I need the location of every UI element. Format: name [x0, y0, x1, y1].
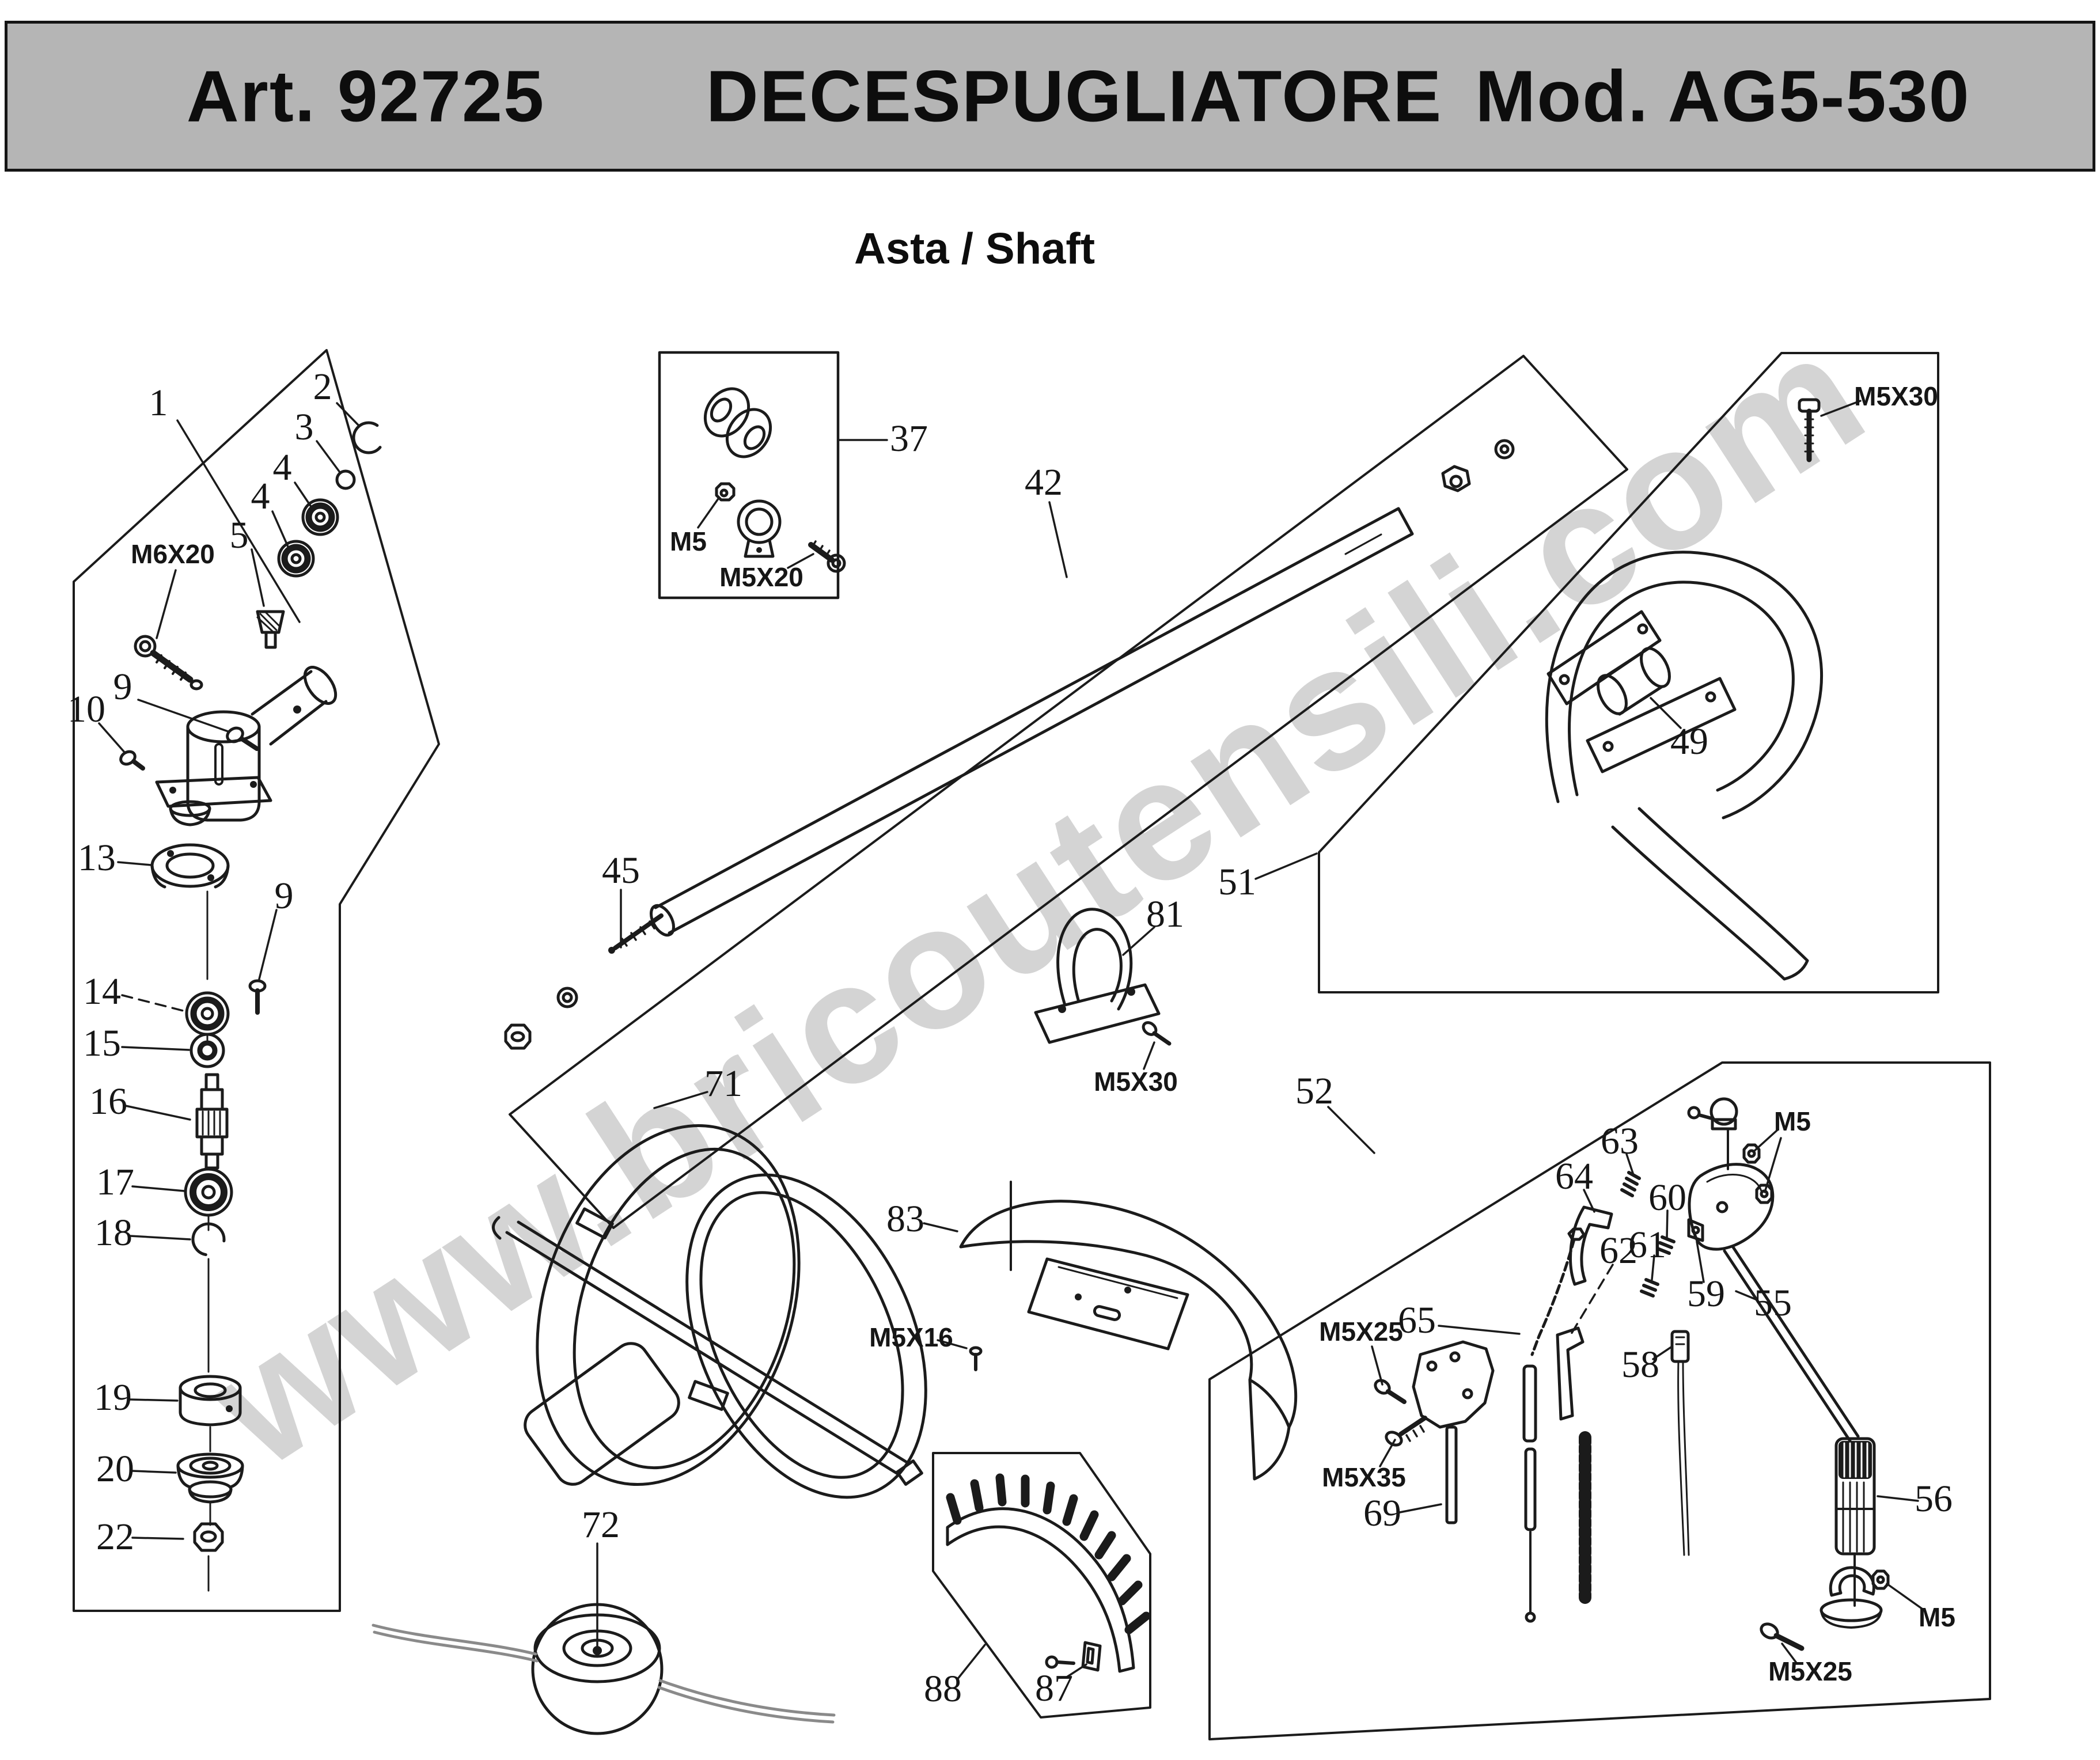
guard-83: [923, 1181, 1298, 1481]
part-label-55: 55: [1754, 1282, 1792, 1324]
part-label-m5x20: M5X20: [719, 562, 803, 592]
part-label-58: 58: [1621, 1344, 1659, 1386]
part-label-72: 72: [582, 1504, 620, 1546]
part-label-81: 81: [1146, 893, 1184, 935]
part-label-m5x25: M5X25: [1768, 1656, 1852, 1686]
part-label-9: 9: [113, 666, 132, 708]
rear-handle-cluster: [1208, 1061, 1991, 1740]
part-label-45: 45: [602, 849, 640, 892]
part-label-49: 49: [1670, 720, 1708, 763]
part-label-17: 17: [96, 1161, 134, 1203]
part-label-m5x25: M5X25: [1319, 1317, 1403, 1346]
part-label-88: 88: [924, 1668, 962, 1710]
part-label-m5x30: M5X30: [1854, 381, 1938, 411]
part-label-64: 64: [1555, 1155, 1593, 1197]
part-label-15: 15: [83, 1022, 121, 1064]
part-label-m5: M5: [1774, 1106, 1811, 1136]
hanger-kit-box: [658, 351, 888, 600]
shaft-clamp-81: [1034, 908, 1172, 1070]
blade-kit-box: [932, 1452, 1151, 1719]
title-bar: Art. 92725 DECESPUGLIATORE Mod. AG5-530: [5, 21, 2095, 172]
part-label-18: 18: [94, 1212, 132, 1254]
part-label-37: 37: [890, 418, 928, 460]
part-label-9: 9: [274, 875, 294, 917]
part-label-10: 10: [67, 688, 105, 730]
part-label-5: 5: [229, 514, 249, 556]
part-label-13: 13: [78, 837, 116, 879]
part-label-61: 61: [1628, 1224, 1666, 1266]
part-label-59: 59: [1687, 1273, 1725, 1315]
model-number: Mod. AG5-530: [1475, 55, 1970, 137]
front-handle-box: [1254, 352, 1939, 993]
part-label-87: 87: [1035, 1667, 1073, 1709]
part-label-m5x16: M5X16: [869, 1322, 953, 1352]
shaft-tube-cluster: [504, 355, 1628, 1229]
part-label-42: 42: [1025, 461, 1063, 503]
part-label-83: 83: [886, 1198, 924, 1240]
gearhead-cluster: [73, 349, 440, 1612]
part-label-62: 62: [1599, 1230, 1637, 1272]
part-label-51: 51: [1218, 861, 1256, 903]
part-label-20: 20: [96, 1448, 134, 1490]
article-number: Art. 92725: [186, 55, 545, 137]
part-label-14: 14: [83, 970, 121, 1012]
part-label-m5x30: M5X30: [1094, 1067, 1178, 1097]
harness-and-head: [372, 1091, 927, 1735]
page-title: DECESPUGLIATORE: [706, 55, 1443, 137]
part-label-19: 19: [94, 1376, 132, 1418]
part-label-4: 4: [272, 446, 292, 488]
part-label-3: 3: [294, 406, 314, 448]
part-label-m5: M5: [1919, 1602, 1955, 1632]
part-label-52: 52: [1295, 1070, 1333, 1112]
sheet-subtitle: Asta / Shaft: [854, 224, 1096, 274]
part-label-16: 16: [89, 1080, 127, 1122]
part-label-m6x20: M6X20: [131, 539, 215, 569]
part-label-69: 69: [1363, 1492, 1401, 1534]
part-label-60: 60: [1648, 1177, 1686, 1219]
part-label-m5x35: M5X35: [1322, 1462, 1406, 1492]
part-label-2: 2: [313, 366, 332, 408]
part-label-4: 4: [251, 475, 270, 517]
part-label-63: 63: [1601, 1120, 1639, 1162]
part-label-65: 65: [1398, 1299, 1436, 1341]
part-label-m5: M5: [670, 526, 707, 556]
part-label-22: 22: [96, 1516, 134, 1558]
part-label-71: 71: [704, 1063, 742, 1105]
part-label-1: 1: [149, 382, 168, 424]
part-label-56: 56: [1915, 1478, 1953, 1520]
